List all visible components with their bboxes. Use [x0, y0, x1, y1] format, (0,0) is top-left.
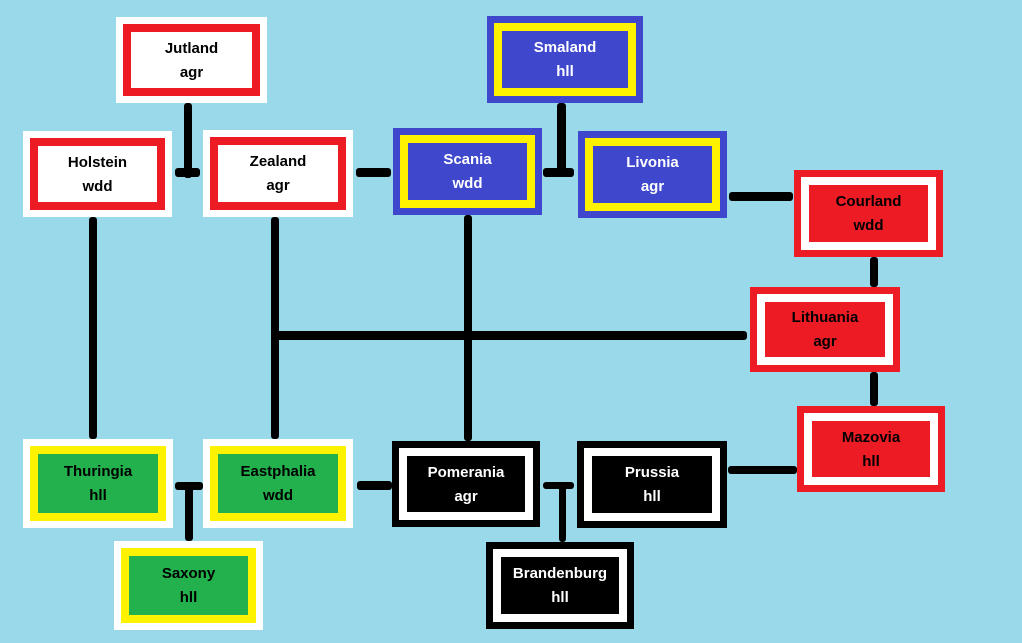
- node-tag: hll: [556, 63, 574, 80]
- node-text: Jutland agr: [131, 32, 252, 88]
- node-brandenburg: Brandenburg hll: [486, 542, 634, 629]
- node-label: Holstein: [67, 153, 128, 171]
- node-label: Lithuania: [791, 309, 859, 326]
- edge-zealand-scania: [356, 168, 391, 177]
- edge-eastphalia-pomerania: [357, 481, 392, 490]
- node-label: Saxony: [161, 565, 216, 582]
- node-prussia: Prussia hll: [577, 441, 727, 528]
- node-text: Holstein wdd: [38, 146, 157, 202]
- node-text: Saxony hll: [129, 556, 248, 615]
- edge-smaland-stem: [557, 103, 566, 177]
- node-label: Jutland: [164, 39, 219, 57]
- node-border: Mazovia hll: [804, 413, 938, 485]
- node-border: Prussia hll: [584, 448, 720, 521]
- node-holstein: Holstein wdd: [23, 131, 172, 217]
- edge-scania-pomerania: [464, 215, 472, 441]
- node-courland: Courland wdd: [794, 170, 943, 257]
- node-text: Eastphalia wdd: [218, 454, 338, 513]
- node-border: Zealand agr: [210, 137, 346, 210]
- edge-cross-horizontal: [271, 331, 747, 340]
- node-eastphalia: Eastphalia wdd: [203, 439, 353, 528]
- node-text: Thuringia hll: [38, 454, 158, 513]
- edge-brandenburg-stem: [559, 482, 566, 542]
- node-border: Lithuania agr: [757, 294, 893, 365]
- node-border: Livonia agr: [585, 138, 720, 211]
- node-border: Saxony hll: [121, 548, 256, 623]
- node-tag: wdd: [853, 217, 884, 234]
- node-label: Courland: [835, 193, 902, 210]
- node-pomerania: Pomerania agr: [392, 441, 540, 527]
- node-label: Eastphalia: [240, 463, 316, 480]
- node-border: Eastphalia wdd: [210, 446, 346, 521]
- edge-jutland-stem: [184, 103, 192, 178]
- node-zealand: Zealand agr: [203, 130, 353, 217]
- node-label: Pomerania: [427, 463, 505, 481]
- node-tag: agr: [813, 333, 837, 350]
- node-label: Zealand: [249, 153, 307, 170]
- node-text: Smaland hll: [502, 31, 628, 88]
- node-tag: hll: [862, 452, 880, 470]
- node-livonia: Livonia agr: [578, 131, 727, 218]
- node-mazovia: Mazovia hll: [797, 406, 945, 492]
- node-text: Prussia hll: [592, 456, 712, 513]
- edge-zealand-eastphalia: [271, 217, 279, 439]
- node-tag: agr: [640, 178, 665, 195]
- node-text: Pomerania agr: [407, 456, 525, 512]
- node-text: Livonia agr: [593, 146, 712, 203]
- node-label: Livonia: [626, 154, 679, 171]
- node-label: Smaland: [533, 39, 597, 56]
- node-jutland: Jutland agr: [116, 17, 267, 103]
- node-text: Courland wdd: [809, 185, 928, 242]
- node-saxony: Saxony hll: [114, 541, 263, 630]
- node-tag: hll: [179, 589, 198, 606]
- edge-livonia-courland: [729, 192, 793, 201]
- node-label: Thuringia: [63, 463, 133, 480]
- edge-courland-lithuania: [870, 257, 878, 287]
- edge-prussia-mazovia: [728, 466, 797, 474]
- edge-smaland-cap: [543, 168, 574, 177]
- node-tag: hll: [643, 488, 661, 505]
- node-tag: wdd: [452, 175, 483, 192]
- node-tag: hll: [551, 589, 569, 606]
- node-text: Lithuania agr: [765, 302, 885, 357]
- node-scania: Scania wdd: [393, 128, 542, 215]
- node-label: Prussia: [624, 464, 680, 481]
- node-tag: hll: [89, 487, 107, 504]
- node-label: Mazovia: [841, 428, 901, 446]
- node-tag: agr: [454, 487, 478, 505]
- edge-pomerania-prussia: [543, 482, 574, 489]
- node-tag: wdd: [263, 487, 293, 504]
- node-label: Brandenburg: [512, 565, 608, 582]
- node-text: Brandenburg hll: [501, 557, 619, 614]
- node-border: Jutland agr: [123, 24, 260, 96]
- node-lithuania: Lithuania agr: [750, 287, 900, 372]
- node-text: Zealand agr: [218, 145, 338, 202]
- node-border: Smaland hll: [494, 23, 636, 96]
- node-text: Mazovia hll: [812, 421, 930, 477]
- node-smaland: Smaland hll: [487, 16, 643, 103]
- edge-jutland-cap: [175, 168, 200, 177]
- node-tag: agr: [266, 177, 290, 194]
- node-tag: agr: [179, 63, 204, 81]
- node-border: Courland wdd: [801, 177, 936, 250]
- node-border: Pomerania agr: [399, 448, 533, 520]
- edge-holstein-thuringia: [89, 217, 97, 439]
- node-border: Holstein wdd: [30, 138, 165, 210]
- edge-lithuania-mazovia: [870, 372, 878, 406]
- edge-saxony-stem: [185, 482, 193, 541]
- node-label: Scania: [443, 151, 492, 168]
- node-text: Scania wdd: [408, 143, 527, 200]
- node-tag: wdd: [82, 177, 113, 195]
- node-border: Scania wdd: [400, 135, 535, 208]
- node-thuringia: Thuringia hll: [23, 439, 173, 528]
- node-border: Brandenburg hll: [493, 549, 627, 622]
- node-border: Thuringia hll: [30, 446, 166, 521]
